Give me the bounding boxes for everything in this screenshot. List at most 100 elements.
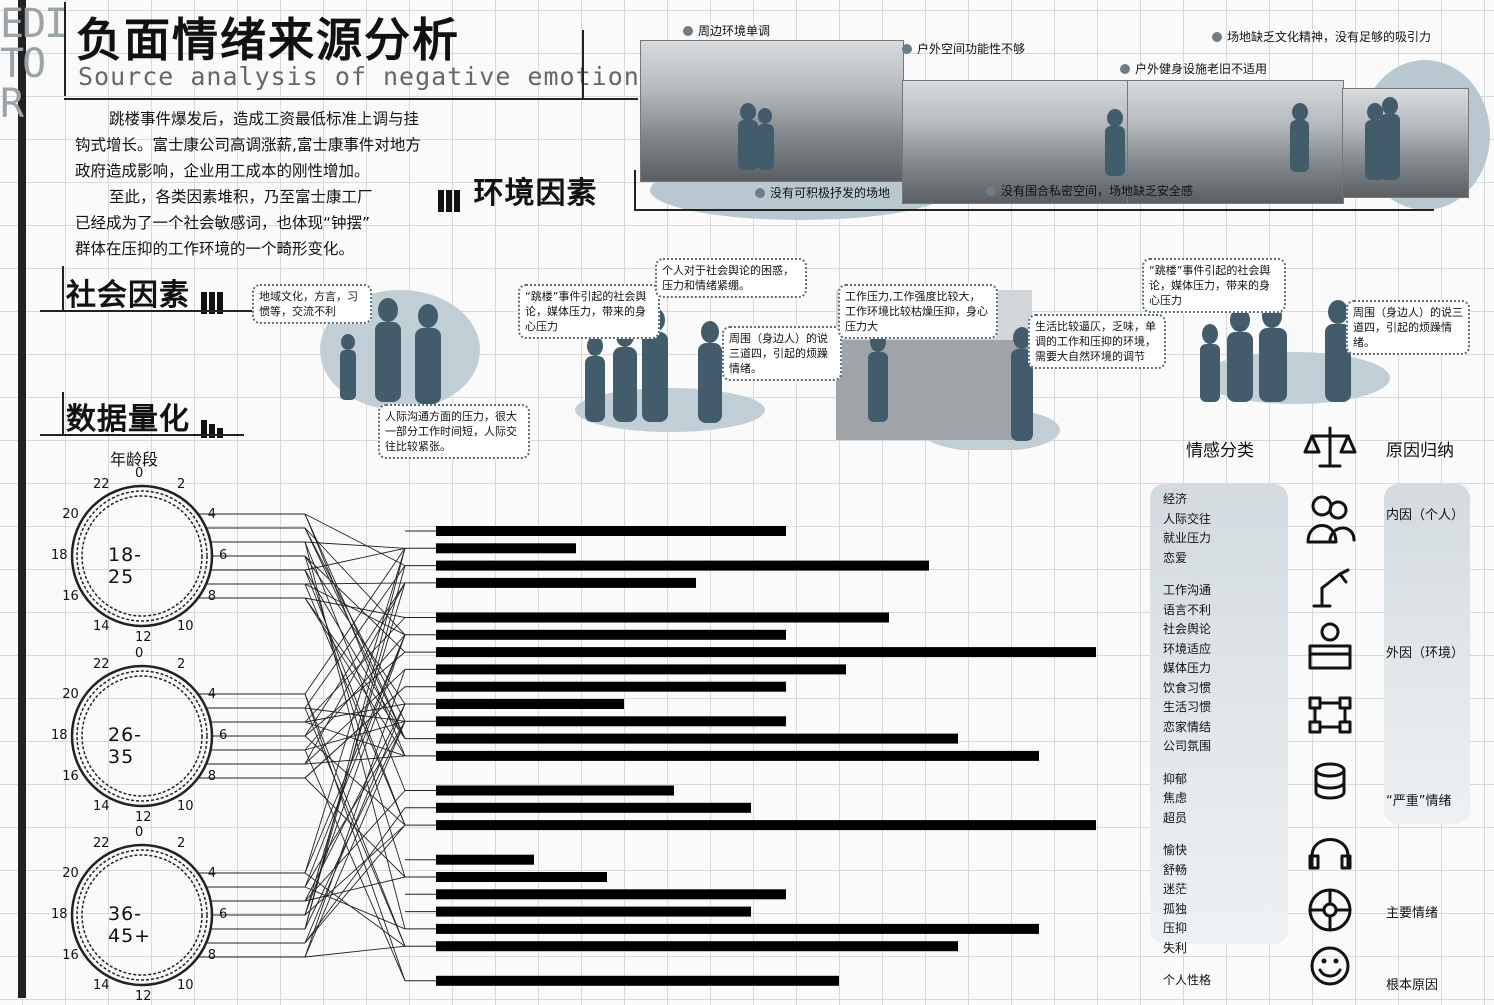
section-title-data: 数据量化 bbox=[66, 394, 225, 438]
emotion-category-header: 情感分类 bbox=[1186, 441, 1254, 461]
speech-bubble-life-monotony: 生活比较逼仄，乏味，单调的工作和压抑的环境，需要大自然环境的调节 bbox=[1028, 314, 1166, 369]
bars-icon bbox=[438, 176, 462, 212]
connector-line bbox=[304, 703, 406, 723]
connector-line bbox=[304, 541, 406, 549]
data-divider bbox=[40, 434, 244, 436]
title-divider-horizontal bbox=[64, 98, 638, 100]
emotion-bar bbox=[436, 820, 1096, 831]
emotion-category-list: 经济人际交往就业压力恋爱工作沟通语言不利社会舆论环境适应媒体压力饮食习惯生活习惯… bbox=[1163, 490, 1211, 991]
ring-circle bbox=[76, 670, 208, 802]
social-illustration bbox=[320, 290, 1390, 450]
connector-line bbox=[304, 693, 406, 981]
speech-bubble-regional-culture: 地域文化，方言，习惯等，交流不利 bbox=[252, 284, 372, 324]
emotion-category-item: 媒体压力 bbox=[1163, 661, 1212, 675]
connector-line bbox=[304, 634, 406, 888]
hour-tick-label: 0 bbox=[135, 646, 144, 661]
env-label-culture: 场地缺乏文化精神，没有足够的吸引力 bbox=[1212, 28, 1431, 45]
connector-line bbox=[304, 703, 406, 944]
speech-bubble-public-opinion: “跳楼”事件引起的社会舆论，媒体压力，带来的身心压力 bbox=[518, 284, 660, 339]
reason-panel bbox=[1384, 484, 1470, 824]
emotion-category-item: 压抑 bbox=[1163, 921, 1188, 935]
emotion-category-item: 舒畅 bbox=[1163, 862, 1188, 877]
hour-tick-label: 8 bbox=[207, 769, 217, 784]
env-label-no-privacy: 没有围合私密空间，场地缺乏安全感 bbox=[986, 182, 1193, 199]
connector-line bbox=[304, 777, 406, 878]
emotion-category-item: 经济 bbox=[1163, 492, 1188, 506]
hour-tick-label: 22 bbox=[93, 476, 110, 492]
connector-line bbox=[304, 547, 406, 571]
editor-letters-1: EDI bbox=[0, 1, 68, 47]
icon-column bbox=[1303, 426, 1357, 986]
connector-line bbox=[304, 721, 406, 958]
connector-line bbox=[304, 513, 406, 566]
editor-letters-3: R bbox=[0, 81, 24, 127]
emotion-bar bbox=[436, 802, 751, 813]
env-label-function: 户外空间功能性不够 bbox=[902, 40, 1025, 57]
intro-line: 至此，各类因素堆积，乃至富士康工厂 bbox=[109, 188, 373, 206]
hour-tick-label: 20 bbox=[62, 507, 79, 522]
environment-photo-strip bbox=[640, 40, 1490, 220]
env-label-fitness: 户外健身设施老旧不适用 bbox=[1120, 60, 1267, 77]
emotion-bar bbox=[436, 975, 839, 986]
reason-severe-emotion: “严重”情绪 bbox=[1386, 794, 1452, 809]
env-divider-horizontal bbox=[634, 209, 1434, 211]
emotion-category-item: 焦虑 bbox=[1163, 791, 1188, 805]
env-divider-vertical bbox=[634, 170, 636, 210]
worker-silhouettes bbox=[738, 97, 1400, 180]
connector-line bbox=[304, 735, 406, 826]
coin-stack-icon bbox=[1314, 762, 1346, 800]
emotion-bar bbox=[436, 647, 1096, 658]
intro-line: 政府造成影响，企业用工成本的刚性增加。 bbox=[75, 162, 370, 180]
connector-line bbox=[304, 527, 406, 722]
emotion-category-item bbox=[1163, 958, 1211, 971]
money-box-icon bbox=[1308, 622, 1352, 670]
connector-line bbox=[304, 669, 406, 958]
emotion-category-item: 语言不利 bbox=[1163, 602, 1212, 617]
hour-tick-label: 12 bbox=[135, 810, 152, 825]
hour-tick-label: 16 bbox=[62, 769, 79, 784]
social-divider bbox=[40, 310, 254, 312]
emotion-category-item: 工作沟通 bbox=[1163, 583, 1212, 597]
emotion-category-item: 恋家情结 bbox=[1163, 719, 1212, 734]
hour-tick-label: 22 bbox=[93, 835, 110, 851]
emotion-bar bbox=[436, 854, 534, 865]
ring-circle bbox=[81, 495, 203, 617]
emotion-category-item: 恋爱 bbox=[1163, 550, 1188, 565]
hour-tick-label: 2 bbox=[177, 656, 186, 672]
residential-photo bbox=[1342, 88, 1469, 198]
hour-tick-label: 8 bbox=[207, 589, 217, 604]
section-title-social-text: 社会因素 bbox=[66, 278, 190, 313]
ring-circle bbox=[76, 490, 208, 622]
intro-text: 跳楼事件爆发后，造成工资最低标准上调与挂 钩式增长。富士康公司高调涨薪,富士康事… bbox=[75, 106, 545, 262]
hour-tick-label: 16 bbox=[62, 948, 79, 963]
intro-line: 已经成为了一个社会敏感词，也体现“钟摆” bbox=[75, 214, 371, 232]
emotion-bar bbox=[436, 750, 1039, 761]
age-group-header: 年龄段 bbox=[110, 450, 159, 469]
emotion-bar bbox=[436, 906, 751, 917]
connector-line bbox=[304, 527, 406, 636]
smiley-icon bbox=[1310, 946, 1350, 986]
hour-tick-label: 10 bbox=[177, 799, 194, 814]
section-title-social: 社会因素 bbox=[66, 270, 225, 314]
bars-icon bbox=[201, 402, 225, 438]
section-title-environment: 环境因素 bbox=[438, 168, 597, 212]
emotion-bar bbox=[436, 785, 674, 796]
connector-line bbox=[304, 569, 406, 826]
hour-tick-label: 18 bbox=[51, 548, 68, 563]
emotion-category-item: 饮食习惯 bbox=[1163, 680, 1212, 695]
connector-line bbox=[304, 634, 406, 751]
emotion-category-item: 环境适应 bbox=[1163, 641, 1212, 656]
connector-line bbox=[304, 582, 406, 585]
section-title-environment-text: 环境因素 bbox=[473, 176, 598, 211]
emotion-bar bbox=[436, 577, 696, 588]
section-title-data-text: 数据量化 bbox=[66, 402, 190, 437]
connector-line bbox=[304, 872, 406, 947]
emotion-bar bbox=[436, 889, 786, 900]
emotion-category-item: 抑郁 bbox=[1163, 771, 1188, 786]
connector-line bbox=[304, 749, 406, 981]
connector-line bbox=[304, 597, 406, 739]
hour-tick-label: 20 bbox=[62, 866, 79, 881]
emotion-bar bbox=[436, 681, 786, 692]
left-vertical-bar bbox=[18, 0, 26, 998]
